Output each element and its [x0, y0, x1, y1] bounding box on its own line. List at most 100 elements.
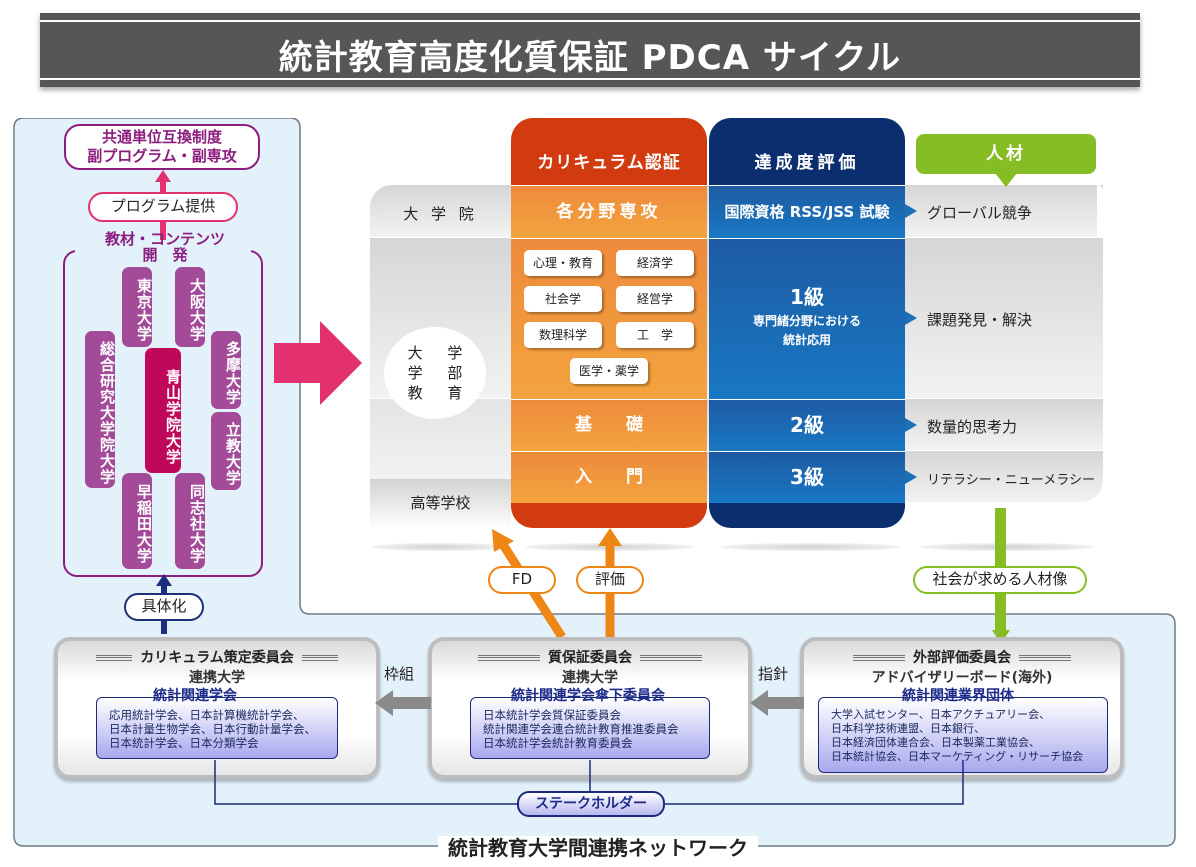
- row-label-graduate: 大 学 院: [403, 205, 478, 223]
- member-line: 日本経済団体連合会、日本製薬工業協会、: [831, 736, 1040, 749]
- talent-global: グローバル競争: [927, 204, 1032, 222]
- member-line: 日本統計学会質保証委員会: [483, 708, 621, 722]
- external-committee-title: 外部評価委員会: [913, 650, 1011, 666]
- society-label: 社会が求める人材像: [913, 566, 1087, 594]
- quality-box-title-wrap: 統計関連学会傘下委員会: [428, 685, 748, 705]
- pointer-triangle: [905, 204, 917, 218]
- external-box-title: 統計関連業界団体: [900, 688, 1016, 704]
- quality-box-title: 統計関連学会傘下委員会: [509, 688, 667, 704]
- title-rule: [96, 655, 133, 661]
- quality-member-box: 日本統計学会質保証委員会 統計関連学会連合統計教育推進委員会 日本統計学会統計教…: [470, 697, 710, 759]
- curriculum-header: カリキュラム認証: [537, 153, 681, 173]
- concretize-label: 具体化: [124, 593, 204, 621]
- external-committee: 外部評価委員会 アドバイザリーボード(海外) 大学入試センター、日本アクチュアリ…: [800, 637, 1124, 779]
- guideline-label: 指針: [758, 665, 789, 683]
- stakeholder-lines: [214, 760, 964, 805]
- member-line: 日本科学技術連盟、日本銀行、: [831, 722, 985, 735]
- member-line: 大学入試センター、日本アクチュアリー会、: [831, 708, 1051, 721]
- row-corner: [1097, 185, 1103, 237]
- curriculum-box-title-wrap: 統計関連学会: [14, 685, 376, 705]
- university-rikkyo: 立教大学: [211, 412, 242, 490]
- member-line: 応用統計学会、日本計算機統計学会、: [109, 708, 305, 722]
- banner-line-bottom: [40, 78, 1140, 80]
- curriculum-box-title: 統計関連学会: [151, 688, 239, 704]
- university-doshisha: 同志社大学: [175, 473, 206, 569]
- talent-literacy: リテラシー・ニューメラシー: [927, 473, 1095, 488]
- subject-management: 経営学: [616, 286, 694, 312]
- shadow: [720, 543, 900, 551]
- evaluation-label: 評価: [576, 566, 644, 594]
- stakeholder-label: ステークホルダー: [517, 791, 665, 817]
- fd-label: FD: [488, 566, 556, 594]
- external-committee-title-row: 外部評価委員会: [804, 647, 1120, 667]
- member-line: 日本統計学会統計教育委員会: [483, 736, 633, 750]
- quality-committee-title-row: 質保証委員会: [432, 647, 748, 667]
- subject-psychology: 心理・教育: [524, 250, 602, 276]
- external-committee-sub: アドバイザリーボード(海外): [871, 670, 1053, 686]
- row-label-highschool: 高等学校: [410, 494, 471, 512]
- pointer-triangle: [905, 418, 917, 432]
- undergrad-circle: 大 学 学 部 教 育: [384, 327, 486, 419]
- grade-1-desc-line-2: 統計応用: [782, 333, 831, 347]
- external-box-title-wrap: 統計関連業界団体: [796, 685, 1120, 705]
- title-rule: [301, 655, 338, 661]
- undergrad-circle-text: 大 学 学 部 教 育: [384, 343, 486, 403]
- grade-1-label: 1級: [790, 285, 824, 309]
- quality-committee: 質保証委員会 連携大学 日本統計学会質保証委員会 統計関連学会連合統計教育推進委…: [428, 637, 752, 779]
- dev-title-line-1: 教材・コンテンツ: [104, 230, 225, 248]
- program-provision-label: プログラム提供: [88, 192, 238, 222]
- goal-line-1: 共通単位互換制度: [101, 128, 222, 146]
- bracket-mask: [75, 245, 251, 255]
- shadow: [372, 543, 507, 551]
- subject-math-science: 数理科学: [524, 322, 602, 348]
- member-line: 日本統計協会、日本マーケティング・リサーチ協会: [831, 750, 1084, 763]
- curriculum-intro: 入 門: [511, 451, 707, 503]
- pointer-triangle: [905, 470, 917, 484]
- university-aoyama: 青山学院大学: [145, 348, 182, 473]
- evaluation-grade-1-cell: 1級 専門緒分野における 統計応用: [709, 238, 905, 399]
- member-line: 統計関連学会連合統計教育推進委員会: [483, 722, 679, 736]
- evaluation-grade-3: 3級: [709, 451, 905, 503]
- guideline-arrow: [750, 690, 804, 716]
- talent-quantitative: 数量的思考力: [927, 418, 1018, 436]
- title-rule: [478, 655, 540, 661]
- subject-sociology: 社会学: [524, 286, 602, 312]
- talent-header-pointer: [995, 173, 1017, 187]
- subject-engineering: 工 学: [616, 322, 694, 348]
- title-rule: [853, 655, 905, 661]
- framework-arrow: [375, 690, 431, 716]
- quality-committee-sub: 連携大学: [562, 670, 618, 686]
- title-banner: 統計教育高度化質保証 PDCA サイクル: [40, 13, 1140, 87]
- row-bg-highschool: [370, 479, 511, 529]
- member-line: 日本計量生物学会、日本行動計量学会、: [109, 722, 316, 736]
- subject-medicine: 医学・薬学: [570, 358, 648, 384]
- university-waseda: 早稲田大学: [122, 473, 153, 569]
- quality-committee-title: 質保証委員会: [548, 650, 632, 666]
- subject-economics: 経済学: [616, 250, 694, 276]
- university-tokyo: 東京大学: [122, 267, 153, 347]
- curriculum-specialty: 各分野専攻: [511, 185, 707, 238]
- dev-title-line-2: 開 発: [142, 246, 188, 264]
- circle-line-3: 教 育: [407, 384, 473, 402]
- circle-line-1: 大 学: [407, 344, 473, 362]
- evaluation-header: 達成度評価: [754, 153, 860, 173]
- curriculum-committee: カリキュラム策定委員会 連携大学 応用統計学会、日本計算機統計学会、 日本計量生…: [54, 637, 380, 779]
- curriculum-committee-sub: 連携大学: [189, 670, 245, 686]
- curriculum-committee-title: カリキュラム策定委員会: [140, 650, 294, 666]
- right-arrow-pink: [274, 321, 362, 405]
- pointer-triangle: [905, 311, 917, 325]
- university-osaka: 大阪大学: [175, 267, 206, 347]
- goal-line-2: 副プログラム・副専攻: [87, 147, 237, 165]
- grade-1-desc-line-1: 専門緒分野における: [752, 314, 861, 328]
- university-tama: 多摩大学: [211, 331, 242, 409]
- banner-line-top: [40, 20, 1140, 22]
- curriculum-committee-title-row: カリキュラム策定委員会: [58, 647, 376, 667]
- curriculum-basic: 基 礎: [511, 399, 707, 451]
- development-title: 教材・コンテンツ 開 発: [90, 231, 240, 263]
- university-sokendai: 総合研究大学院大学: [85, 331, 116, 488]
- credit-transfer-goal: 共通単位互換制度 副プログラム・副専攻: [64, 124, 260, 170]
- network-title: 統計教育大学間連携ネットワーク: [438, 836, 758, 860]
- page-title: 統計教育高度化質保証 PDCA サイクル: [278, 38, 902, 78]
- evaluation-rss-jss: 国際資格 RSS/JSS 試験: [709, 185, 905, 238]
- talent-header: 人材: [916, 134, 1096, 174]
